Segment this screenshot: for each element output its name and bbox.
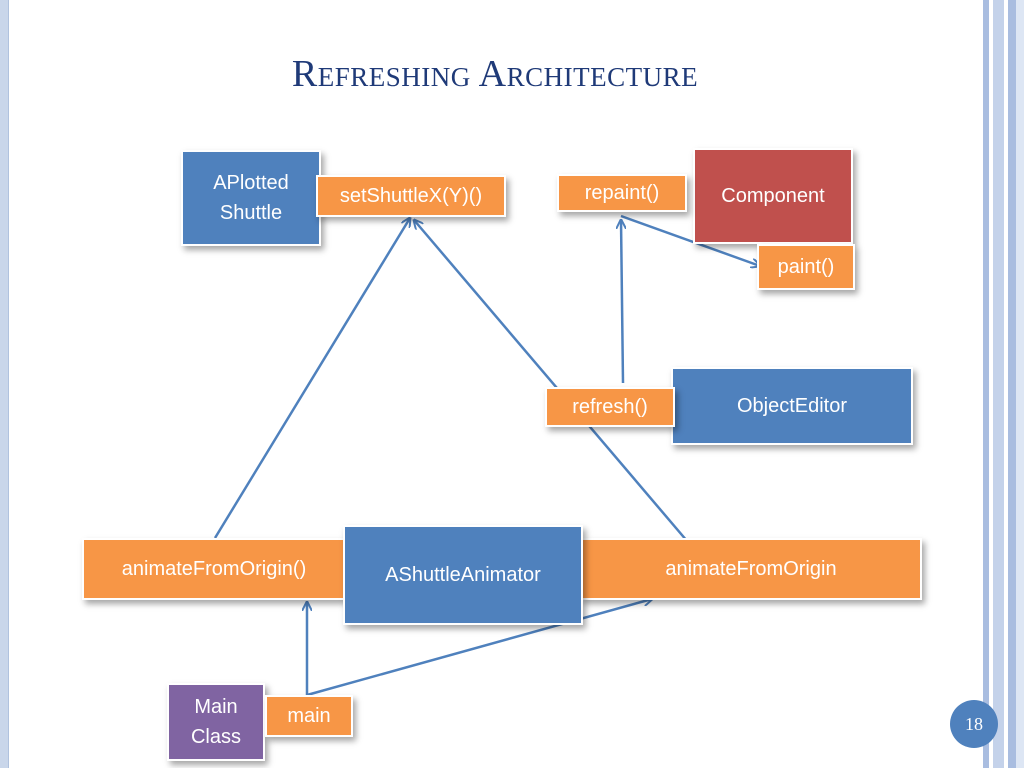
arrow-animate-to-setshuttle [213,218,410,539]
repaint-method-label: repaint() [584,182,660,204]
component-box: Component [693,148,853,244]
set-shuttle-method-box: setShuttleX(Y)() [316,175,506,217]
slide-title: Refreshing Architecture [291,53,699,95]
arrow-repaint-to-paint [620,214,760,266]
animate-from-origin-right-box: animateFromOrigin [580,538,922,600]
ashuttle-animator-label: AShuttleAnimator [385,564,541,586]
page-number: 18 [965,713,983,734]
animate-from-origin-left-box: animateFromOrigin() [82,538,346,600]
set-shuttle-method-label: setShuttleX(Y)() [339,185,483,207]
page-number-badge: 18 [950,700,998,748]
main-method-label: main [287,705,331,727]
paint-method-label: paint() [777,256,835,278]
arrow-refresh-to-repaint [621,220,623,384]
left-border-decoration [0,0,9,768]
aplotted-shuttle-label: APlotted Shuttle [213,172,289,224]
component-label: Component [721,185,825,207]
paint-method-box: paint() [757,244,855,290]
object-editor-box: ObjectEditor [671,367,913,445]
object-editor-label: ObjectEditor [736,395,848,417]
main-class-box: Main Class [167,683,265,761]
refresh-method-box: refresh() [545,387,675,427]
aplotted-shuttle-box: APlotted Shuttle [181,150,321,246]
main-method-box: main [265,695,353,737]
arrow-animate-right-to-setshuttle [414,220,694,549]
main-class-label: Main Class [190,696,241,748]
arrow-main-to-animate-right [306,599,652,697]
right-border-decoration [980,0,1024,768]
animate-from-origin-left-label: animateFromOrigin() [121,558,307,580]
animate-from-origin-right-label: animateFromOrigin [665,558,837,580]
ashuttle-animator-box: AShuttleAnimator [343,525,583,625]
refresh-method-label: refresh() [572,396,648,418]
repaint-method-box: repaint() [557,174,687,212]
